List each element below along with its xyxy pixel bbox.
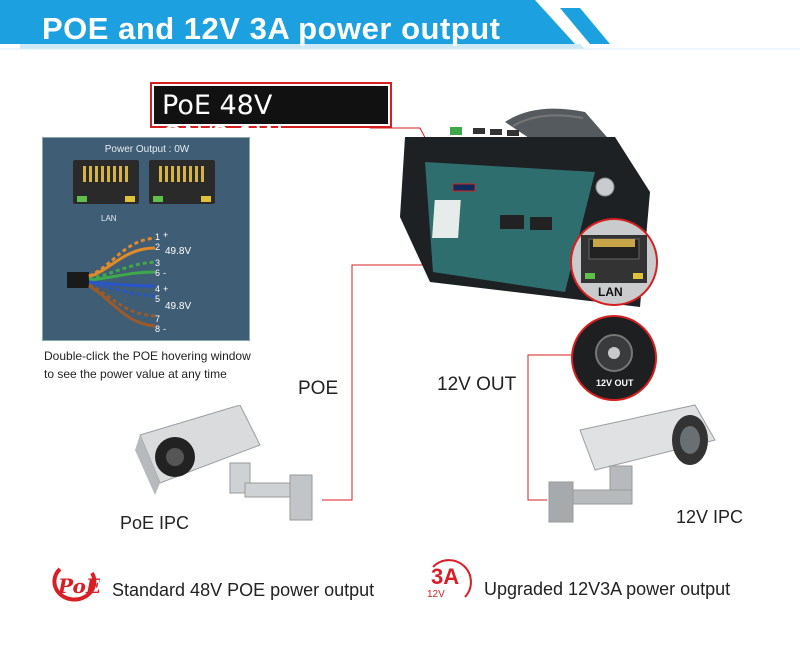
pin-4: 4 — [155, 284, 161, 294]
panel-lan-label: LAN — [101, 214, 117, 223]
pin-3: 3 — [155, 258, 161, 268]
pin-sign-plus-1: + — [163, 230, 169, 240]
caption-line-2: to see the power value at any time — [44, 367, 227, 381]
pin-6: 6 — [155, 268, 161, 278]
voltage-pair-2: 49.8V — [165, 301, 192, 312]
panel-title: Power Output : 0W — [104, 144, 190, 155]
dc-ipc-camera-image — [548, 404, 716, 523]
power-output-panel: Power Output : 0W LAN 1 2 + 49.8V 3 6 - … — [42, 137, 250, 341]
dc-out-line-label: 12V OUT — [437, 374, 517, 395]
wire-diagram — [67, 236, 156, 328]
poe-line-label: POE — [298, 378, 339, 399]
poe-feature-text: Standard 48V POE power output — [112, 580, 375, 600]
poe-ipc-camera-image — [135, 405, 313, 521]
voltage-pair-1: 49.8V — [165, 246, 192, 257]
amp-badge-big: 3A — [431, 564, 460, 589]
poe-ipc-label: PoE IPC — [120, 513, 190, 533]
poe-status-label: PoE 48V ON/2.1W — [150, 82, 392, 152]
amp-feature-text: Upgraded 12V3A power output — [484, 579, 731, 599]
dc-out-callout — [571, 315, 657, 401]
pin-sign-plus-2: + — [163, 284, 169, 294]
pin-8: 8 — [155, 324, 161, 334]
pin-2: 2 — [155, 242, 161, 252]
pin-1: 1 — [155, 232, 161, 242]
banner-title: POE and 12V 3A power output — [42, 11, 501, 46]
header-banner — [0, 0, 800, 50]
pin-7: 7 — [155, 314, 161, 324]
caption-line-1: Double-click the POE hovering window — [44, 349, 251, 363]
dc-ipc-label: 12V IPC — [676, 507, 744, 527]
amp-badge-icon: 3A 12V — [425, 557, 475, 607]
lan-port-left — [73, 160, 139, 204]
poe-badge-text: PoE — [57, 574, 100, 598]
lan-port-right — [149, 160, 215, 204]
dc-out-callout-label: 12V OUT — [596, 378, 634, 388]
pin-sign-minus-2: - — [163, 324, 166, 334]
lan-callout-label: LAN — [598, 285, 623, 299]
pin-5: 5 — [155, 294, 161, 304]
poe-badge-icon: PoE — [52, 567, 100, 602]
lan-callout — [570, 218, 658, 306]
amp-badge-small: 12V — [427, 589, 445, 600]
pin-sign-minus-1: - — [163, 268, 166, 278]
